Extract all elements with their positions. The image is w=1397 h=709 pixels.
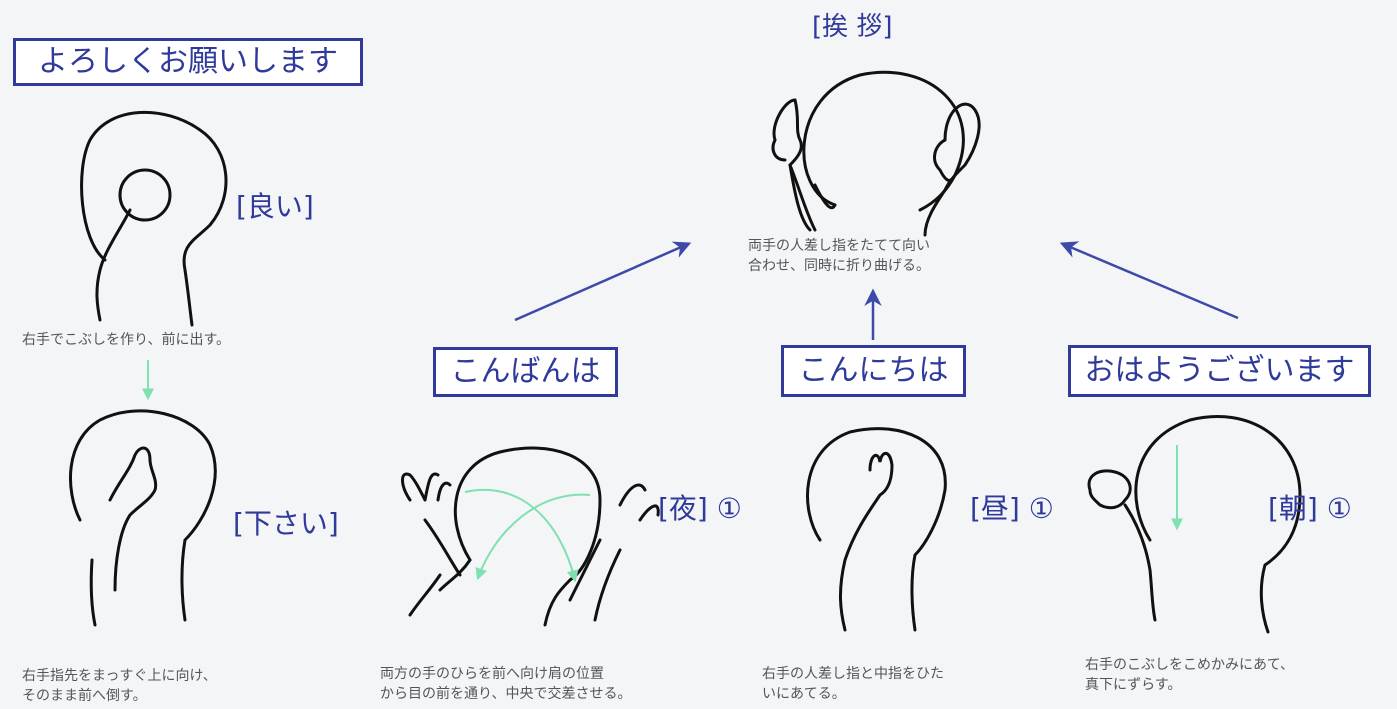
asa-label: [朝] ① [1268,492,1352,525]
konnichiwa-box: こんにちは [781,345,966,397]
asa-caption: 右手のこぶしをこめかみにあて、 真下にずらす。 [1085,657,1295,693]
kudasai-caption: 右手指先をまっすぐ上に向け、 そのまま前へ倒す。 [22,668,217,704]
yoru-figure [401,446,660,627]
yoi-label: [良い] [236,190,314,223]
greeting-caption: 両手の人差し指をたてて向い 合わせ、同時に折り曲げる。 [748,238,930,274]
yoru-motion-arrows [464,488,591,583]
flow-arrows [514,241,1239,340]
yoroshiku-box: よろしくお願いします [13,38,363,86]
hiru-caption: 右手の人差し指と中指をひた いにあてる。 [762,666,944,702]
hiru-figure [806,427,947,632]
hiru-label: [昼] ① [970,492,1054,525]
yoi-figure [80,110,228,327]
yoru-caption: 両方の手のひらを前へ向け肩の位置 から目の前を通り、中央で交差させる。 [380,666,632,702]
ohayou-box: おはようございます [1068,345,1371,397]
asa-figure [1087,415,1302,634]
kudasai-label: [下さい] [233,507,339,540]
konbanwa-box: こんばんは [433,347,618,397]
greeting-figure [771,70,981,237]
yoru-label: [夜] ① [658,492,742,525]
kudasai-figure [69,409,217,627]
greeting-title: [挨 拶] [812,12,893,42]
yoi-caption: 右手でこぶしを作り、前に出す。 [22,332,231,348]
